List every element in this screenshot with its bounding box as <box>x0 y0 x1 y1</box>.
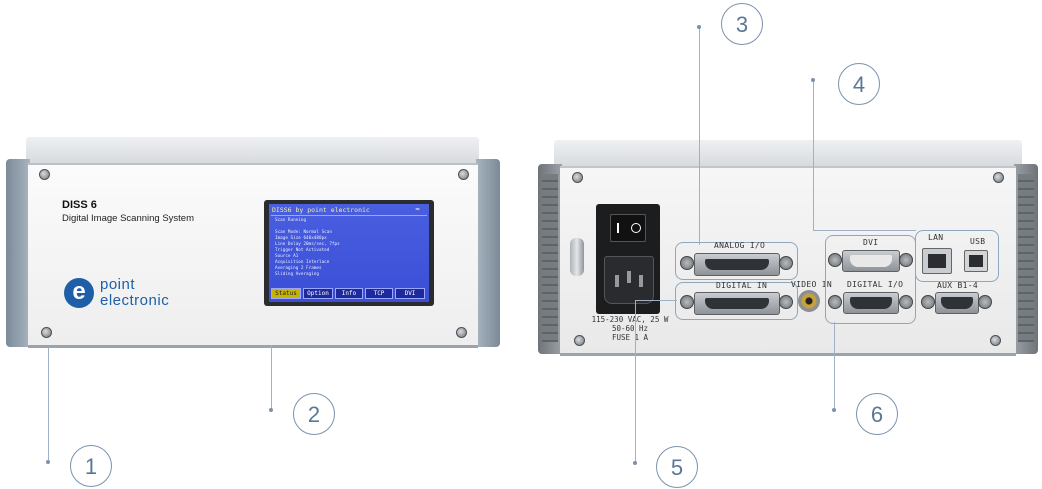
digital-io-port[interactable] <box>843 292 899 314</box>
logo-mark: e <box>64 278 94 308</box>
rear-screw <box>993 172 1004 183</box>
ground-lug-icon <box>570 238 584 276</box>
rear-screw <box>990 335 1001 346</box>
power-inlet-module <box>596 204 660 314</box>
callout-3-dot <box>697 25 701 29</box>
lcd-row: Scan Mode: Normal Scan <box>275 230 332 235</box>
lan-port[interactable] <box>922 248 952 274</box>
power-rating-text: 115-230 VAC, 25 W 50-60 Hz FUSE 1 A <box>591 315 669 342</box>
analog-io-label: ANALOG I/O <box>714 241 766 250</box>
front-unit: DISS 6 Digital Image Scanning System e p… <box>6 135 500 350</box>
callout-6: 6 <box>856 393 898 435</box>
rear-screw <box>574 335 585 346</box>
digital-in-port[interactable] <box>694 292 780 315</box>
aux-nut-left <box>921 295 935 309</box>
callout-5: 5 <box>656 446 698 488</box>
logo-text-line2: electronic <box>100 292 170 309</box>
lcd-row: Scan Running <box>275 218 307 223</box>
iec-socket <box>604 256 654 304</box>
video-in-label: VIDEO IN <box>791 280 832 289</box>
lcd-row: Acquisition Interlace <box>275 260 330 265</box>
digital-io-nut-left <box>828 295 842 309</box>
digital-in-label: DIGITAL IN <box>716 281 768 290</box>
digital-io-nut-right <box>899 295 913 309</box>
power-switch[interactable] <box>610 214 646 242</box>
analog-io-nut-right <box>779 256 793 270</box>
lcd-tab-status[interactable]: Status <box>271 288 301 299</box>
digital-in-nut-left <box>680 295 694 309</box>
lcd-header: DISS6 by point electronic <box>272 206 370 214</box>
callout-4: 4 <box>838 63 880 105</box>
lcd-screen: DISS6 by point electronic ≈ Scan Running… <box>269 204 429 302</box>
aux-port[interactable] <box>935 292 979 314</box>
aux-nut-right <box>978 295 992 309</box>
digital-in-nut-right <box>779 295 793 309</box>
digital-io-label: DIGITAL I/O <box>847 280 904 289</box>
lcd-row: Sliding Averaging <box>275 272 319 277</box>
front-screw-br <box>456 327 467 338</box>
lcd-divider <box>271 215 427 216</box>
analog-io-nut-left <box>680 256 694 270</box>
usb-label: USB <box>970 237 986 246</box>
rear-screw <box>572 172 583 183</box>
aux-label: AUX B1-4 <box>937 281 978 290</box>
callout-5-leader <box>635 300 636 463</box>
lan-usb-group <box>915 230 999 282</box>
lcd-tab-dvi[interactable]: DVI <box>395 288 425 299</box>
lcd-row: Trigger Not Activated <box>275 248 330 253</box>
lcd-wifi-icon: ≈ <box>415 206 421 213</box>
front-right-cap <box>476 159 500 347</box>
dvi-label: DVI <box>863 238 879 247</box>
lan-label: LAN <box>928 233 944 242</box>
callout-6-leader <box>834 322 835 410</box>
point-electronic-logo: e point electronic <box>64 276 204 314</box>
rear-left-cap <box>538 164 562 354</box>
lcd-tab-option[interactable]: Option <box>303 288 333 299</box>
callout-5-dot <box>633 461 637 465</box>
rear-top-lid <box>554 140 1022 166</box>
lcd-bezel: DISS6 by point electronic ≈ Scan Running… <box>264 200 434 306</box>
front-screw-bl <box>41 327 52 338</box>
front-screw-tr <box>458 169 469 180</box>
video-in-bnc-port[interactable] <box>798 290 820 312</box>
lcd-row: Averaging 2 Frames <box>275 266 322 271</box>
callout-4-dot <box>811 78 815 82</box>
callout-6-dot <box>832 408 836 412</box>
digital-in-group <box>675 282 798 320</box>
dvi-digital-io-group <box>825 235 916 324</box>
dvi-port[interactable] <box>842 250 900 272</box>
callout-2-leader <box>271 345 272 410</box>
callout-3-leader <box>699 27 700 245</box>
analog-io-port[interactable] <box>694 253 780 276</box>
callout-5-leader-h <box>635 300 677 301</box>
front-left-cap <box>6 159 30 347</box>
usb-port[interactable] <box>964 250 988 272</box>
callout-4-leader-h <box>813 230 916 231</box>
front-top-lid <box>26 137 479 163</box>
product-title: DISS 6 <box>62 199 97 211</box>
dvi-nut-right <box>899 253 913 267</box>
logo-text-line1: point <box>100 276 136 293</box>
callout-1-dot <box>46 460 50 464</box>
callout-2: 2 <box>293 393 335 435</box>
lcd-row: Line Delay 20ms/sec, 7fps <box>275 242 340 247</box>
lcd-row: Image Size 640x480px <box>275 236 327 241</box>
callout-2-dot <box>269 408 273 412</box>
callout-1-leader <box>48 347 49 462</box>
lcd-tab-info[interactable]: Info <box>335 288 363 299</box>
rear-unit: 115-230 VAC, 25 W 50-60 Hz FUSE 1 A ANAL… <box>538 140 1038 356</box>
callout-1: 1 <box>70 445 112 487</box>
front-screw-tl <box>39 169 50 180</box>
lcd-tab-tcp[interactable]: TCP <box>365 288 393 299</box>
dvi-nut-left <box>828 253 842 267</box>
lcd-row: Source A1 <box>275 254 299 259</box>
callout-3: 3 <box>721 3 763 45</box>
callout-4-leader <box>813 80 814 230</box>
analog-io-group <box>675 242 798 280</box>
product-subtitle: Digital Image Scanning System <box>62 213 195 224</box>
rear-right-cap <box>1014 164 1038 354</box>
